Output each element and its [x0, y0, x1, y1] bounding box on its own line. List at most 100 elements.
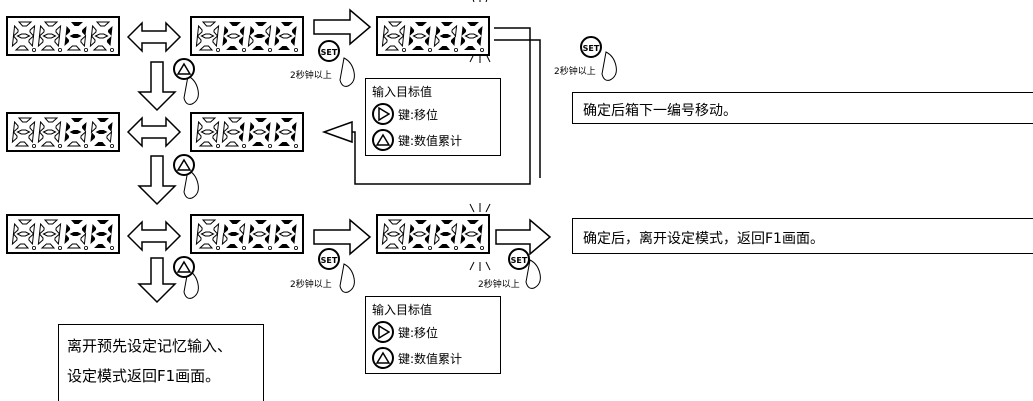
segment-g: [253, 34, 266, 38]
digit-1: [37, 117, 63, 148]
segment-e: [381, 232, 388, 246]
segment-a: [387, 21, 403, 27]
set-key-icon[interactable]: SET: [318, 248, 340, 270]
set-key-icon[interactable]: SET: [318, 40, 340, 62]
segment-f: [91, 224, 97, 234]
segment-a: [255, 22, 267, 26]
segment-f: [249, 224, 255, 234]
segment-b: [239, 122, 245, 132]
up-key-icon[interactable]: [372, 129, 394, 151]
segment-g: [69, 130, 82, 134]
segment-g: [464, 33, 479, 39]
segment-d: [40, 243, 56, 249]
display-p2: [6, 112, 120, 152]
segment-c: [80, 130, 87, 144]
segment-e: [195, 232, 202, 246]
segment-f: [275, 122, 281, 132]
segment-c: [398, 232, 405, 246]
decimal-point: [428, 47, 433, 52]
segment-b: [265, 122, 271, 132]
segment-d: [198, 45, 214, 51]
segment-a: [201, 117, 217, 123]
right-key-icon[interactable]: [372, 103, 394, 125]
up-key-icon[interactable]: [173, 58, 195, 80]
segment-d: [278, 244, 290, 248]
segment-e: [433, 34, 440, 48]
decimal-point: [215, 143, 220, 148]
segment-b: [213, 222, 220, 236]
decimal-point: [215, 245, 220, 250]
segment-a: [415, 220, 427, 224]
segment-g: [386, 231, 401, 237]
segment-a: [71, 118, 83, 122]
down-arrow-3: [137, 257, 177, 304]
segment-g: [16, 33, 31, 39]
digit-1: [221, 220, 247, 250]
segment-f: [435, 26, 441, 36]
display-value-500: [190, 214, 304, 254]
segment-e: [195, 130, 202, 144]
segment-b: [107, 224, 113, 234]
hand-press-icon: [183, 169, 199, 199]
segment-d: [252, 46, 264, 50]
segment-c: [238, 132, 244, 142]
segment-g: [464, 231, 479, 237]
up-key-icon[interactable]: [173, 154, 195, 176]
segment-a: [229, 220, 241, 224]
seven-segment-digits: [381, 219, 485, 250]
segment-a: [441, 220, 453, 224]
segment-f: [65, 26, 71, 36]
decimal-point: [242, 245, 247, 250]
segment-b: [291, 26, 297, 36]
decimal-point: [58, 47, 63, 52]
set-key-icon[interactable]: SET: [508, 248, 530, 270]
segment-b: [425, 26, 431, 36]
up-key-icon[interactable]: [173, 256, 195, 278]
segment-d: [198, 243, 214, 249]
down-arrow-2: [137, 155, 177, 206]
segment-a: [95, 21, 111, 27]
segment-c: [290, 234, 296, 244]
digit-0: [381, 219, 406, 250]
segment-g: [200, 129, 215, 135]
input-box-title: 输入目标值: [372, 85, 433, 99]
segment-a: [229, 22, 241, 26]
segment-e: [221, 130, 228, 144]
segment-c: [54, 34, 61, 48]
segment-d: [384, 243, 400, 249]
segment-f: [409, 26, 415, 36]
up-key-icon[interactable]: [372, 347, 394, 369]
display-value-050-blink: [376, 16, 490, 56]
right-key-label: 键:移位: [398, 108, 439, 122]
segment-b: [55, 120, 62, 134]
right-key-icon[interactable]: [372, 321, 394, 343]
segment-b: [265, 224, 271, 234]
hand-press-icon: [183, 75, 199, 105]
segment-b: [477, 224, 483, 234]
segment-g: [412, 231, 427, 237]
segment-c: [106, 130, 113, 144]
segment-c: [476, 234, 482, 244]
segment-b: [477, 26, 483, 36]
decimal-point: [454, 245, 459, 250]
segment-d: [252, 244, 264, 248]
digit-3: [90, 220, 115, 250]
segment-a: [227, 117, 243, 123]
segment-e: [11, 34, 18, 48]
up-key-label: 键:数值累计: [398, 352, 463, 366]
hold-duration-label: 2秒钟以上: [290, 71, 332, 81]
set-key-icon[interactable]: SET: [580, 36, 602, 58]
display-value-100: [190, 112, 304, 152]
segment-d: [438, 244, 450, 248]
segment-f: [461, 224, 467, 234]
hand-press-icon: [339, 57, 355, 87]
segment-c: [290, 132, 296, 142]
segment-d: [252, 142, 264, 146]
digit-2: [248, 118, 273, 148]
decimal-point: [84, 47, 89, 52]
segment-f: [435, 224, 441, 234]
segment-g: [95, 130, 108, 134]
segment-f: [65, 224, 71, 234]
segment-f: [90, 120, 97, 134]
segment-a: [467, 22, 479, 26]
